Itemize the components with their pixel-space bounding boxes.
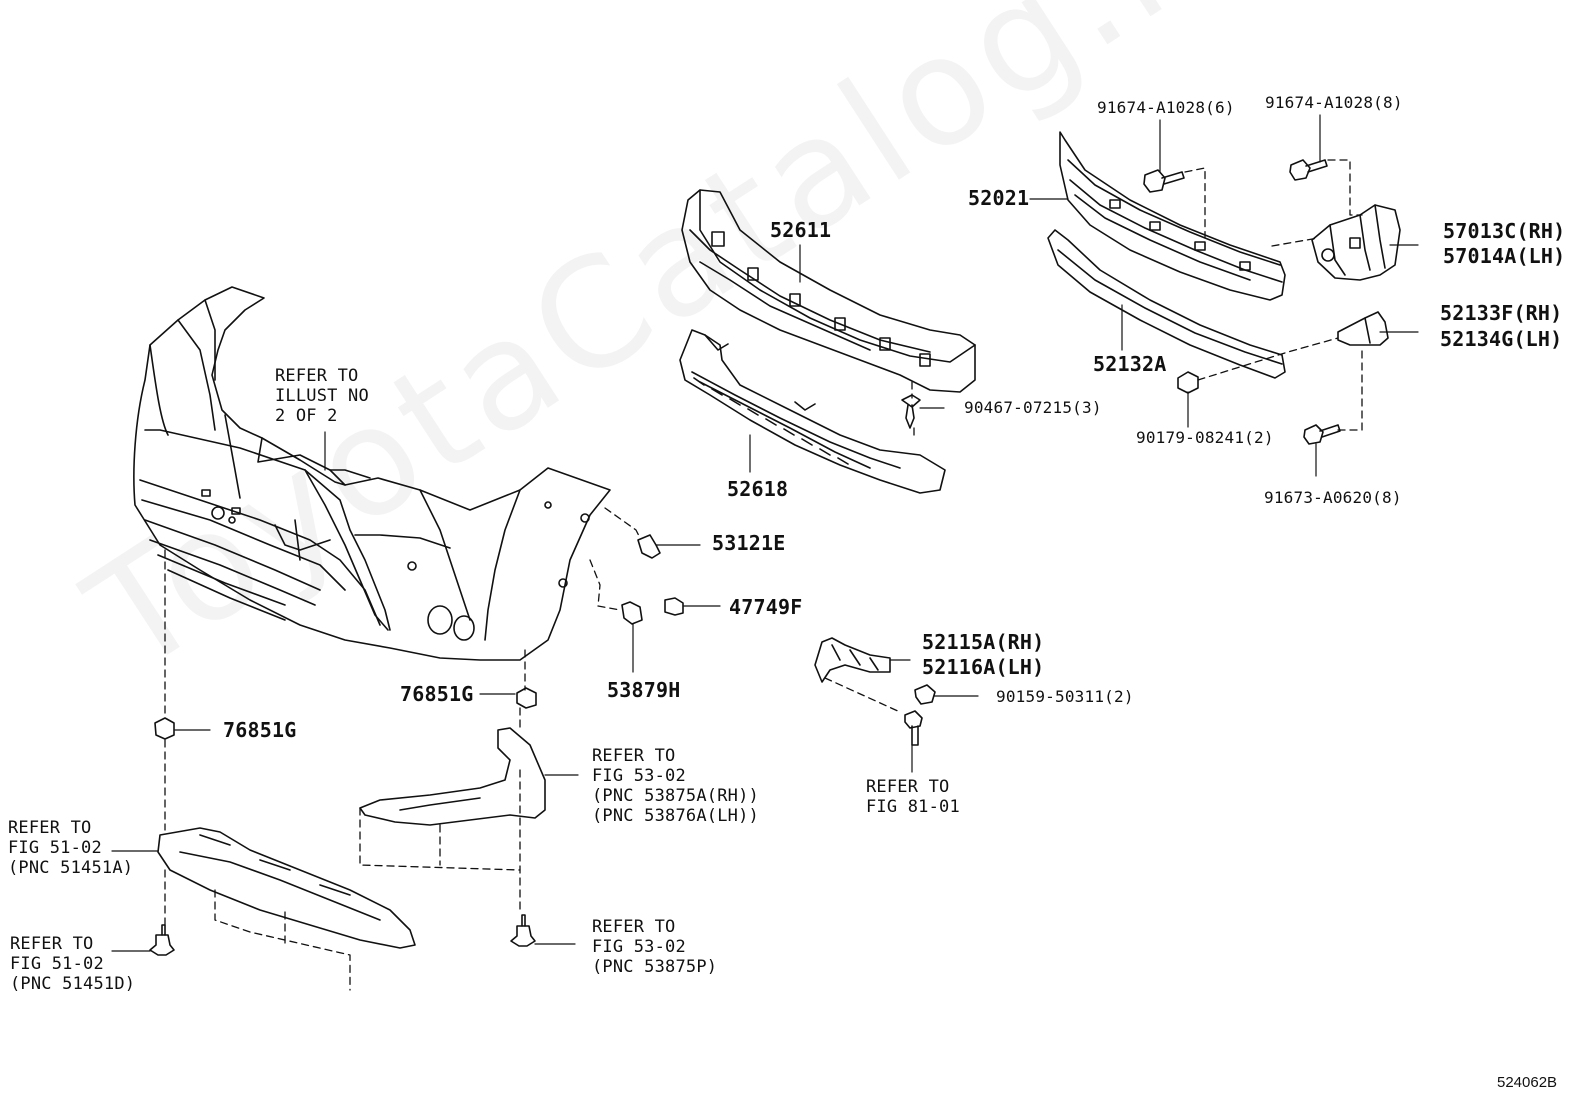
part-label-90179: 90179-08241(2) [1136, 428, 1274, 447]
refer-illust-label: REFER TO ILLUST NO 2 OF 2 [275, 366, 369, 426]
reinforcement-52021-drawing [1059, 131, 1286, 301]
refer-fig51-cover-label: REFER TO FIG 51-02 (PNC 51451A) [8, 818, 134, 878]
part-label-57014a: 57014A(LH) [1443, 244, 1566, 268]
part-label-53879h: 53879H [607, 678, 681, 702]
part-label-52115a: 52115A(RH) [922, 630, 1045, 654]
under-cover-51451-drawing [157, 827, 416, 949]
part-label-91673: 91673-A0620(8) [1264, 488, 1402, 507]
part-label-91674-a1028-8: 91674-A1028(8) [1265, 93, 1403, 112]
refer-fig51-screw-label: REFER TO FIG 51-02 (PNC 51451D) [10, 934, 136, 994]
part-label-47749f: 47749F [729, 595, 803, 619]
bracket-57013c-drawing [1311, 204, 1401, 281]
part-label-91674-a1028-6: 91674-A1028(6) [1097, 98, 1235, 117]
leader-lines [111, 114, 1419, 952]
part-label-52132a: 52132A [1093, 352, 1167, 376]
part-label-52116a: 52116A(LH) [922, 655, 1045, 679]
part-label-52021: 52021 [968, 186, 1030, 210]
part-label-76851g-lower: 76851G [223, 718, 297, 742]
assembly-lines [164, 159, 1363, 991]
under-cover-53875-drawing [359, 727, 546, 826]
refer-fig81-label: REFER TO FIG 81-01 [866, 777, 960, 817]
refer-fig53-screw-label: REFER TO FIG 53-02 (PNC 53875P) [592, 917, 718, 977]
part-label-57013c: 57013C(RH) [1443, 219, 1566, 243]
part-label-53121e: 53121E [712, 531, 786, 555]
fasteners-drawing [149, 159, 1341, 956]
diagram-id: 524062B [1497, 1074, 1558, 1091]
part-label-90467: 90467-07215(3) [964, 398, 1102, 417]
part-label-52133f: 52133F(RH) [1440, 301, 1563, 325]
part-label-52134g: 52134G(LH) [1440, 327, 1563, 351]
part-label-90159: 90159-50311(2) [996, 687, 1134, 706]
extension-52133f-drawing [1337, 311, 1389, 346]
bumper-cover-drawing [133, 286, 611, 661]
bar-52132a-drawing [1047, 229, 1286, 379]
part-label-76851g-upper: 76851G [400, 682, 474, 706]
lower-absorber-52618-drawing [679, 329, 946, 494]
refer-fig53-cover-label: REFER TO FIG 53-02 (PNC 53875A(RH)) (PNC… [592, 746, 759, 826]
energy-absorber-52611-drawing [681, 189, 976, 393]
part-label-52618: 52618 [727, 477, 789, 501]
part-label-52611: 52611 [770, 218, 832, 242]
